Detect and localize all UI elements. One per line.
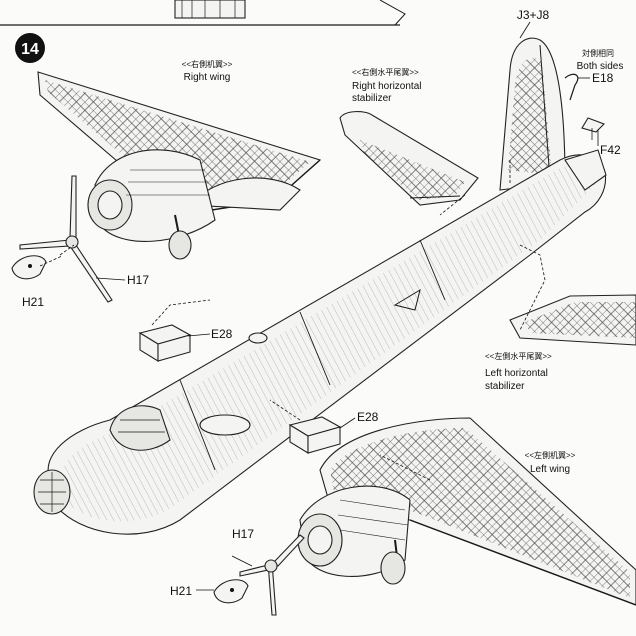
- right-stab-en2: stabilizer: [352, 93, 392, 104]
- label-left-wing: <<左側机翼>> Left wing: [525, 450, 576, 475]
- right-stab-en1: Right horizontal: [352, 81, 421, 92]
- label-left-stabilizer: <<左側水平尾翼>> Left horizontal stabilizer: [485, 351, 552, 392]
- label-both-sides: 対側相同 Both sides: [577, 48, 624, 72]
- left-wing-illustration: [297, 417, 636, 606]
- vertical-fin-illustration: [499, 37, 566, 191]
- left-stab-en2: stabilizer: [485, 381, 525, 392]
- step-number: 14: [21, 41, 39, 58]
- previous-step-fragment: [0, 0, 406, 26]
- both-sides-en: Both sides: [577, 61, 624, 72]
- part-e28-bottom-illustration: [288, 416, 342, 454]
- step-number-badge: 14: [15, 33, 45, 63]
- right-wing-illustration: [37, 71, 322, 260]
- part-label-h17-top: H17: [127, 273, 149, 287]
- right-wing-en: Right wing: [184, 72, 231, 83]
- part-label-e18: E18: [592, 71, 614, 85]
- both-sides-cn: 対側相同: [582, 48, 614, 58]
- part-e18-illustration: [564, 73, 579, 101]
- left-wing-cn: <<左側机翼>>: [525, 450, 576, 460]
- right-stabilizer-illustration: [339, 111, 479, 206]
- part-f42-illustration: [581, 117, 605, 140]
- part-label-h21-top: H21: [22, 295, 44, 309]
- spinner-h21-top: [11, 255, 47, 280]
- fuselage-illustration: [33, 149, 607, 535]
- right-stab-cn: <<右側水平尾翼>>: [352, 67, 419, 77]
- part-label-f42: F42: [600, 143, 621, 157]
- propeller-top: [19, 175, 113, 303]
- part-label-h17-bottom: H17: [232, 527, 254, 541]
- propeller-bottom: [239, 534, 305, 616]
- part-label-h21-bottom: H21: [170, 584, 192, 598]
- assembly-leader-lines: [39, 21, 599, 591]
- part-e28-top-illustration: [138, 324, 192, 362]
- spinner-h21-bottom: [213, 579, 249, 604]
- left-stab-cn: <<左側水平尾翼>>: [485, 351, 552, 361]
- part-label-j3-j8: J3+J8: [517, 8, 550, 22]
- label-right-wing: <<右側机翼>> Right wing: [182, 59, 233, 83]
- part-label-e28-bottom: E28: [357, 410, 379, 424]
- part-label-e28-top: E28: [211, 327, 233, 341]
- right-wing-cn: <<右側机翼>>: [182, 59, 233, 69]
- label-right-stabilizer: <<右側水平尾翼>> Right horizontal stabilizer: [352, 67, 421, 104]
- left-wing-en: Left wing: [530, 464, 570, 475]
- left-stab-en1: Left horizontal: [485, 368, 548, 379]
- left-stabilizer-illustration: [509, 294, 636, 346]
